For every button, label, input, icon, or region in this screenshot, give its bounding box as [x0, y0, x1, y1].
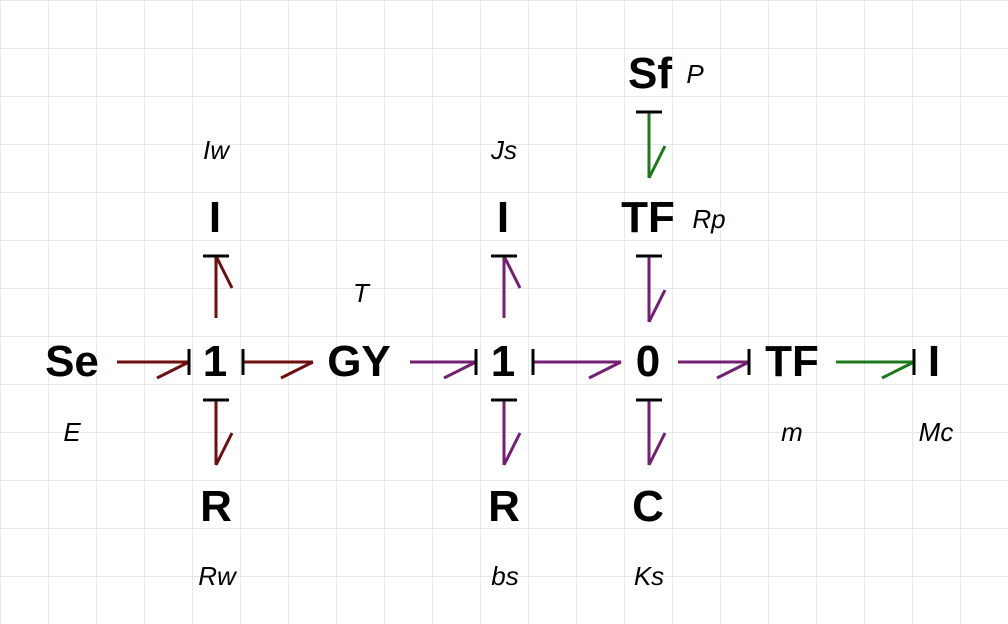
bond-se-one-half-arrow	[156, 360, 190, 380]
bond-gy-one-half-arrow	[443, 360, 477, 380]
bond-tf-i-half-arrow	[881, 360, 915, 380]
param-Mc: Mc	[918, 417, 954, 447]
bond-zero-tf-half-arrow	[716, 360, 750, 380]
param-Js: Js	[491, 135, 517, 165]
bond-one-gy-half-arrow	[280, 360, 314, 380]
bond-onemid-r-half-arrow	[502, 432, 522, 466]
param-bs: bs	[491, 561, 519, 591]
node-sf-top: Sf	[628, 49, 672, 98]
node-i-right: I	[927, 337, 941, 386]
node-tf-top: TF	[621, 193, 675, 242]
node-r-bottom-left: R	[200, 482, 232, 531]
node-zero: 0	[635, 337, 661, 386]
bond-one-zero-half-arrow	[588, 360, 622, 380]
bond-one-i-half-arrow	[214, 255, 234, 289]
param-Iw: Iw	[203, 135, 229, 165]
param-P: P	[686, 59, 704, 89]
node-gy: GY	[327, 337, 391, 386]
param-T: T	[353, 278, 369, 308]
node-se: Se	[45, 337, 99, 386]
param-Ks: Ks	[633, 561, 665, 591]
param-Rp: Rp	[692, 204, 726, 234]
node-i-top-left: I	[208, 193, 222, 242]
bond-tf-zero-half-arrow	[647, 289, 667, 323]
node-one-left: 1	[202, 337, 228, 386]
node-one-mid: 1	[490, 337, 516, 386]
bond-zero-c-half-arrow	[647, 432, 667, 466]
bond-onemid-i-half-arrow	[502, 255, 522, 289]
bond-sf-tf-half-arrow	[647, 145, 667, 179]
param-E: E	[63, 417, 81, 447]
node-i-top-mid: I	[496, 193, 510, 242]
param-Rw: Rw	[198, 561, 236, 591]
bond-one-r-half-arrow	[214, 432, 234, 466]
node-r-bottom-mid: R	[488, 482, 520, 531]
node-tf-right: TF	[765, 337, 819, 386]
node-c-bottom: C	[632, 482, 664, 531]
param-m: m	[781, 417, 803, 447]
